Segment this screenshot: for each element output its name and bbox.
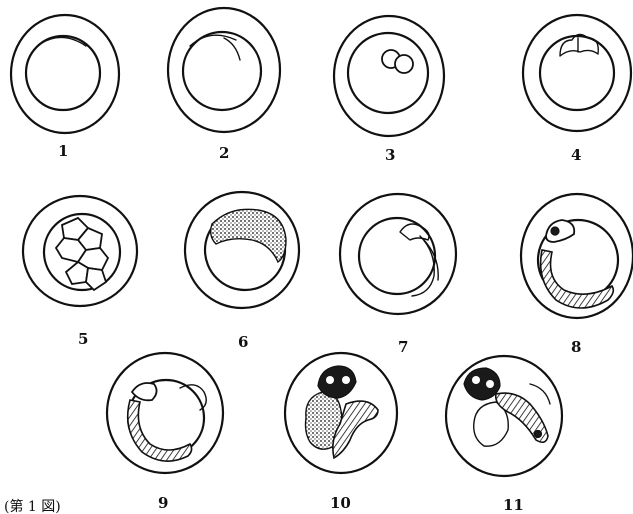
stage-2-label: 2 [219, 144, 229, 162]
stage-4-drawing [523, 15, 631, 131]
stage-1-drawing [11, 15, 119, 133]
stage-7-label: 7 [398, 338, 408, 356]
stage-9-drawing [107, 353, 223, 473]
stage-8-label: 8 [571, 338, 581, 356]
figure-caption: (第 1 図) [4, 498, 61, 514]
stage-3-drawing [334, 16, 444, 136]
stage-6-label: 6 [238, 333, 248, 351]
stage-9-label: 9 [158, 494, 168, 512]
stage-5-label: 5 [78, 330, 88, 348]
stage-6-drawing [185, 192, 299, 308]
stage-10-label: 10 [330, 494, 351, 512]
stage-3-label: 3 [385, 146, 395, 164]
stage-10-drawing [285, 353, 397, 473]
stage-2-drawing [168, 8, 280, 132]
stage-11-label: 11 [503, 496, 524, 514]
stage-8-drawing [521, 194, 633, 318]
stage-1-label: 1 [58, 142, 68, 160]
stage-4-label: 4 [571, 146, 581, 164]
stage-11-drawing [446, 356, 562, 476]
stage-5-drawing [23, 196, 137, 306]
stage-7-drawing [340, 194, 456, 314]
